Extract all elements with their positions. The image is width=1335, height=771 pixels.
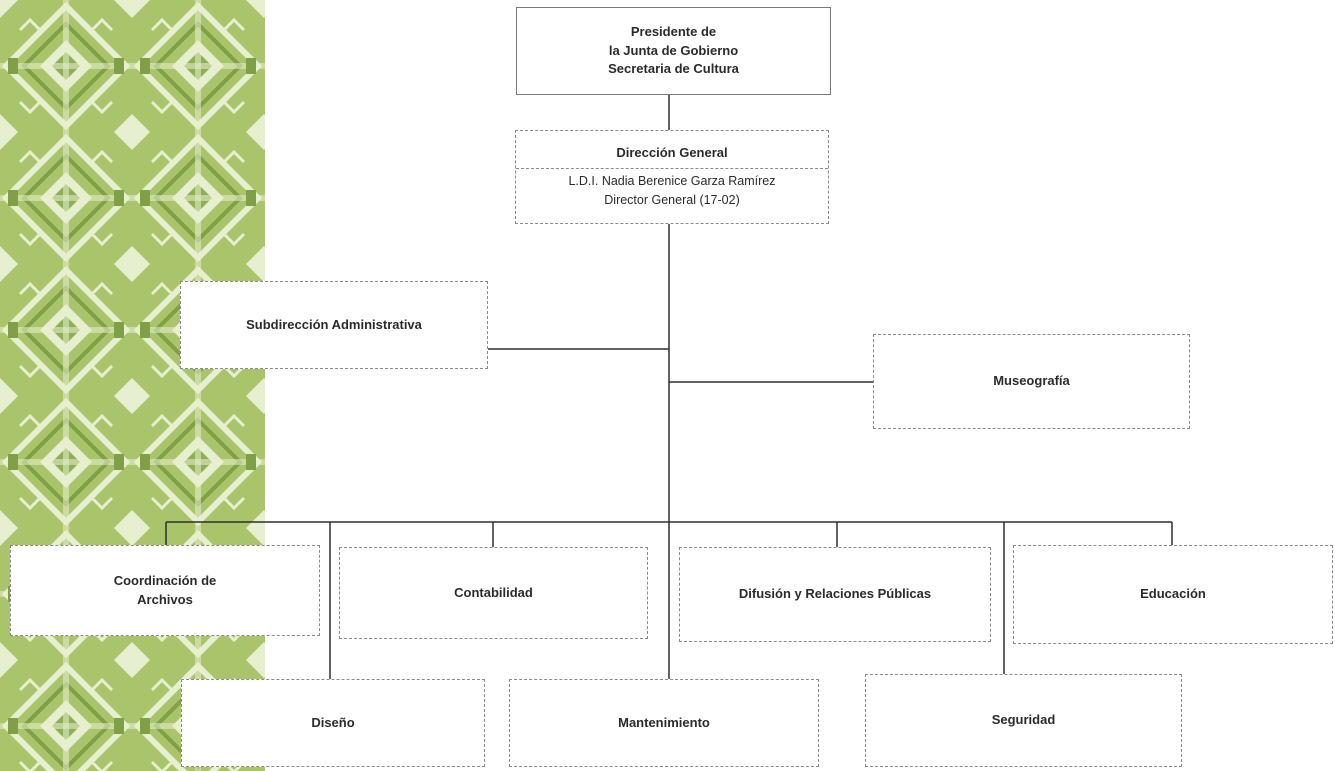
director-name: L.D.I. Nadia Berenice Garza Ramírez xyxy=(568,174,776,189)
box-difusion-relaciones-publicas: Difusión y Relaciones Públicas xyxy=(679,547,991,642)
box-seguridad: Seguridad xyxy=(865,674,1182,767)
direccion-general-divider xyxy=(516,168,828,170)
contabilidad-label: Contabilidad xyxy=(454,584,533,600)
box-museografia: Museografía xyxy=(873,334,1190,429)
box-educacion: Educación xyxy=(1013,545,1333,644)
mantenimiento-label: Mantenimiento xyxy=(618,714,710,730)
subdireccion-label: Subdirección Administrativa xyxy=(246,316,422,332)
diseno-label: Diseño xyxy=(311,714,355,730)
direccion-general-title: Dirección General xyxy=(616,145,728,161)
box-mantenimiento: Mantenimiento xyxy=(509,679,819,767)
director-position: Director General (17-02) xyxy=(604,192,740,207)
box-coordinacion-archivos: Coordinación de Archivos xyxy=(10,545,320,636)
presidente-line-3: Secretaria de Cultura xyxy=(608,61,739,77)
decorative-textile-pattern xyxy=(0,0,265,771)
box-presidente: Presidente de la Junta de Gobierno Secre… xyxy=(516,7,831,95)
presidente-line-1: Presidente de xyxy=(630,23,717,39)
box-direccion-general: Dirección General L.D.I. Nadia Berenice … xyxy=(515,130,829,224)
difusion-label: Difusión y Relaciones Públicas xyxy=(738,586,932,602)
coordinacion-line-2: Archivos xyxy=(137,591,193,607)
coordinacion-line-1: Coordinación de xyxy=(113,572,217,588)
box-contabilidad: Contabilidad xyxy=(339,547,648,639)
seguridad-label: Seguridad xyxy=(991,712,1056,728)
box-subdireccion-administrativa: Subdirección Administrativa xyxy=(180,281,488,369)
presidente-line-2: la Junta de Gobierno xyxy=(608,42,739,58)
educacion-label: Educación xyxy=(1140,586,1206,602)
museografia-label: Museografía xyxy=(993,373,1070,389)
box-diseno: Diseño xyxy=(181,679,485,767)
